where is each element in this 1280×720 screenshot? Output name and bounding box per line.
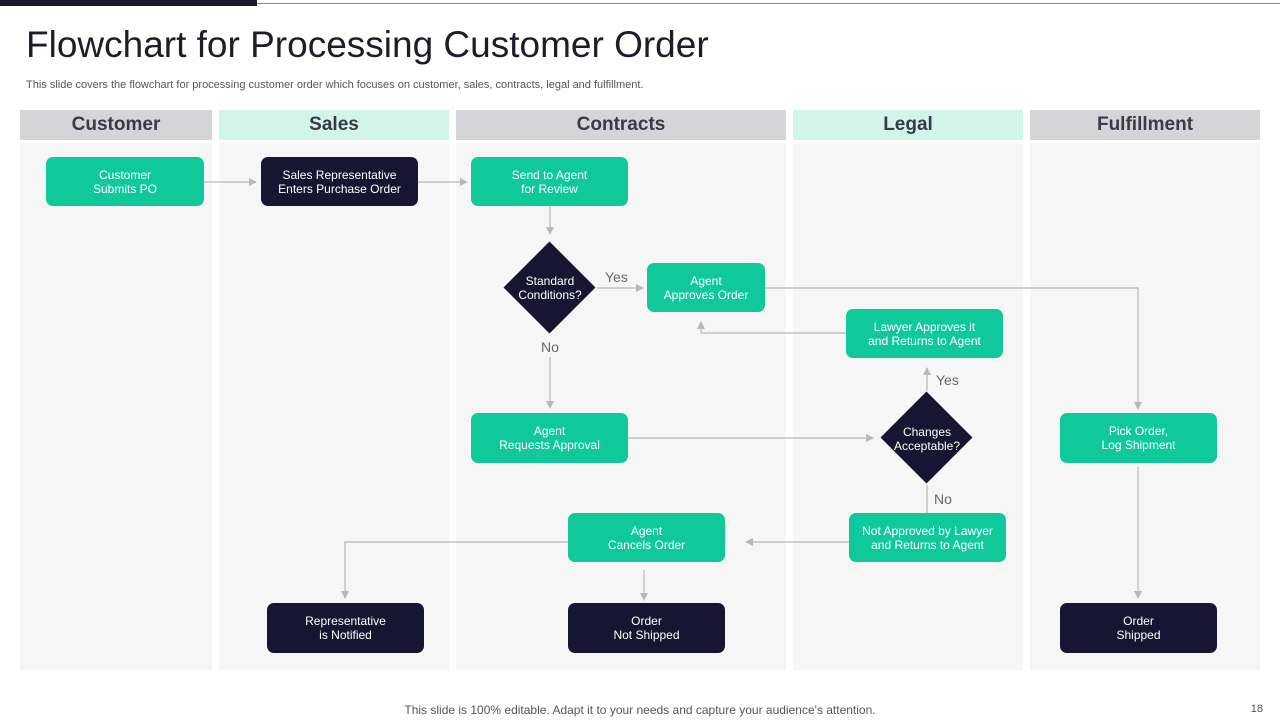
lane-body-fulfillment bbox=[1030, 143, 1260, 670]
node-agent-approves-order: Agent Approves Order bbox=[647, 263, 765, 312]
node-agent-requests-approval: Agent Requests Approval bbox=[471, 413, 628, 463]
edge-label-changes-yes: Yes bbox=[936, 372, 959, 388]
node-representative-notified: Representative is Notified bbox=[267, 603, 424, 653]
edge-label-changes-no: No bbox=[934, 491, 952, 507]
top-accent-bar bbox=[0, 0, 257, 6]
node-order-shipped: Order Shipped bbox=[1060, 603, 1217, 653]
footer-note: This slide is 100% editable. Adapt it to… bbox=[404, 703, 876, 717]
lane-header-customer: Customer bbox=[20, 110, 212, 140]
node-customer-submits-po: Customer Submits PO bbox=[46, 157, 204, 206]
node-agent-cancels-order: Agent Cancels Order bbox=[568, 513, 725, 562]
node-order-not-shipped: Order Not Shipped bbox=[568, 603, 725, 653]
decision-changes-acceptable-label: Changes Acceptable? bbox=[893, 425, 961, 453]
node-send-to-agent: Send to Agent for Review bbox=[471, 157, 628, 206]
node-lawyer-approves: Lawyer Approves it and Returns to Agent bbox=[846, 309, 1003, 358]
top-accent-line bbox=[257, 3, 1280, 4]
lane-body-sales bbox=[219, 143, 449, 670]
page-number: 18 bbox=[1250, 703, 1263, 715]
lane-header-fulfillment: Fulfillment bbox=[1030, 110, 1260, 140]
lane-header-contracts: Contracts bbox=[456, 110, 786, 140]
node-sales-rep-enters-po: Sales Representative Enters Purchase Ord… bbox=[261, 157, 418, 206]
lane-body-contracts bbox=[456, 143, 786, 670]
node-not-approved-by-lawyer: Not Approved by Lawyer and Returns to Ag… bbox=[849, 513, 1006, 562]
lane-body-legal bbox=[793, 143, 1023, 670]
lane-body-customer bbox=[20, 143, 212, 670]
lane-header-sales: Sales bbox=[219, 110, 449, 140]
slide-title: Flowchart for Processing Customer Order bbox=[26, 24, 709, 65]
decision-standard-conditions-label: Standard Conditions? bbox=[518, 274, 582, 302]
node-pick-order: Pick Order, Log Shipment bbox=[1060, 413, 1217, 463]
edge-label-standard-no: No bbox=[541, 339, 559, 355]
lane-header-legal: Legal bbox=[793, 110, 1023, 140]
edge-label-standard-yes: Yes bbox=[605, 269, 628, 285]
slide-subtitle: This slide covers the flowchart for proc… bbox=[26, 79, 644, 91]
